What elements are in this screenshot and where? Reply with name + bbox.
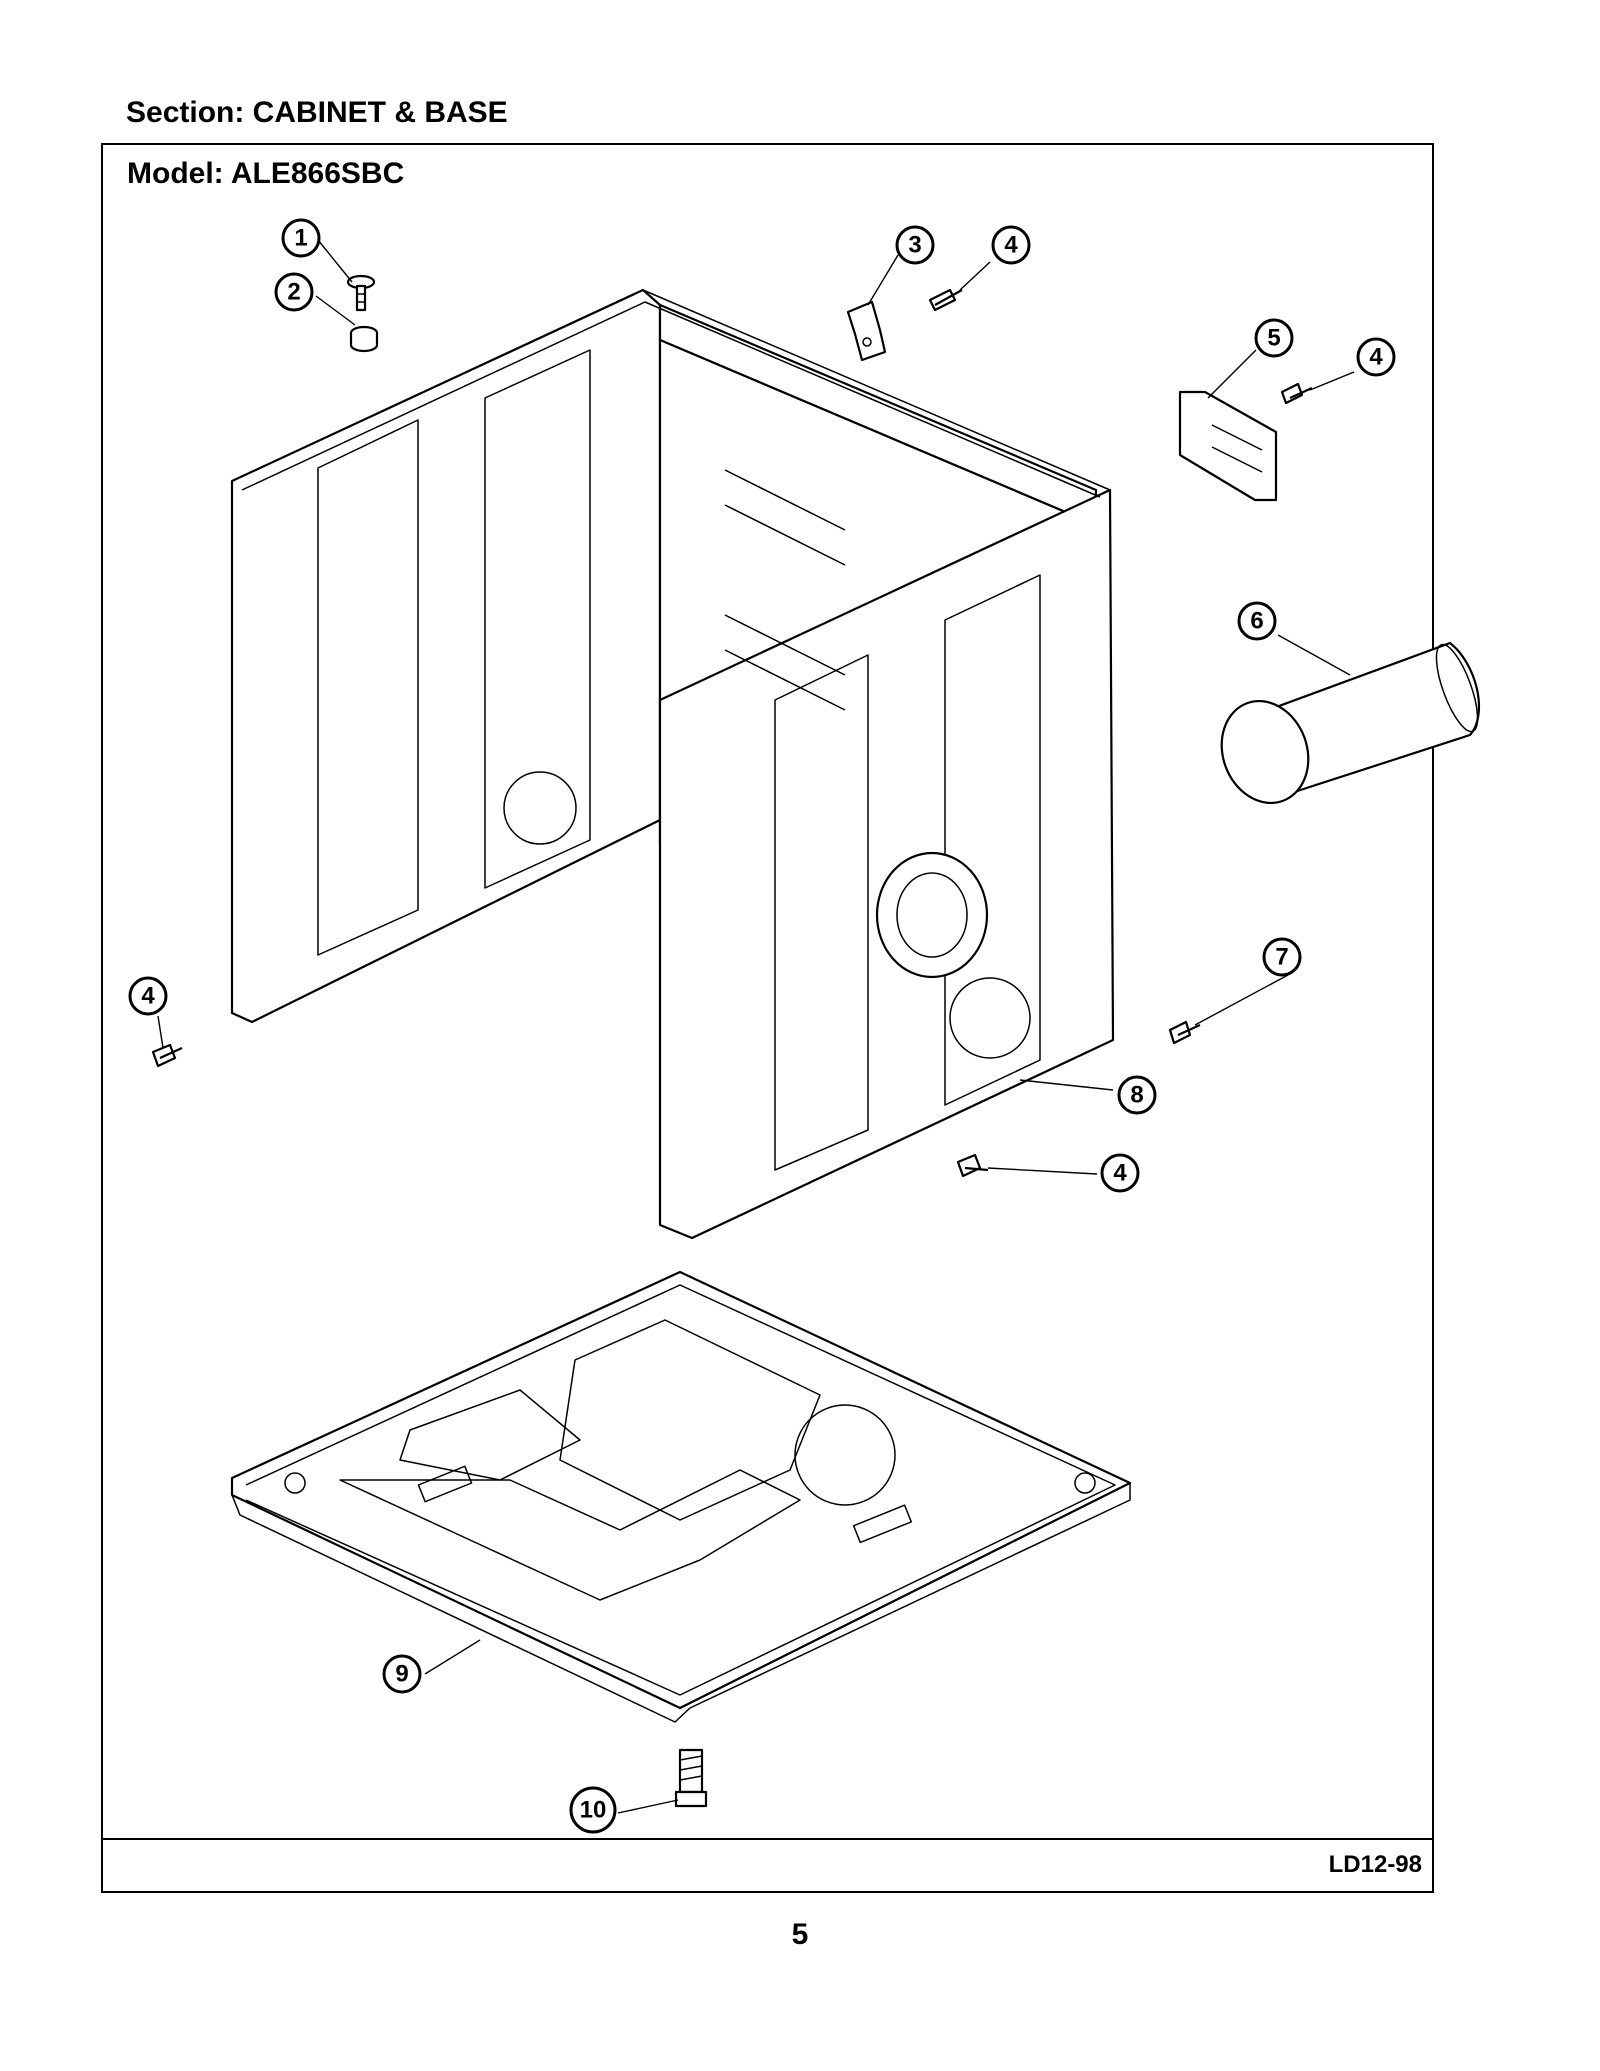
callout-5: 5 [1254, 318, 1294, 358]
callout-4b: 4 [1356, 337, 1396, 377]
section-title: Section: CABINET & BASE [126, 96, 508, 129]
svg-text:4: 4 [1004, 232, 1018, 259]
screw-4-top [928, 288, 963, 312]
callout-1: 1 [281, 218, 321, 258]
base-pan [230, 1270, 1132, 1710]
spacer-2 [349, 325, 379, 353]
svg-text:3: 3 [908, 232, 921, 259]
svg-text:6: 6 [1250, 608, 1263, 635]
svg-text:9: 9 [395, 1661, 408, 1688]
vent-duct-6 [1220, 641, 1481, 805]
svg-text:1: 1 [294, 225, 307, 252]
screw-1 [346, 274, 376, 312]
screw-4-right [1280, 382, 1313, 405]
svg-text:8: 8 [1130, 1082, 1143, 1109]
cabinet [230, 288, 1115, 1240]
bracket-3 [846, 300, 887, 362]
callout-8: 8 [1117, 1075, 1157, 1115]
svg-text:4: 4 [1113, 1160, 1127, 1187]
svg-text:4: 4 [141, 983, 155, 1010]
base-recess [559, 1319, 821, 1521]
svg-text:2: 2 [287, 279, 300, 306]
callout-4d: 4 [1100, 1153, 1140, 1193]
base [230, 1270, 1132, 1723]
plate-5 [1178, 390, 1278, 502]
footer-divider [103, 1838, 1432, 1840]
callout-10: 10 [569, 1786, 617, 1834]
model-title: Model: ALE866SBC [127, 157, 405, 190]
left-wall-recess [317, 419, 419, 956]
svg-text:10: 10 [580, 1797, 607, 1824]
exhaust-port [875, 851, 989, 979]
cabinet-left-wall [230, 288, 662, 1024]
callout-3: 3 [895, 225, 935, 265]
screw-4-left [151, 1043, 183, 1068]
callout-7: 7 [1262, 937, 1302, 977]
front-panel-recess [774, 654, 869, 1171]
left-wall-recess-2 [484, 349, 591, 889]
callout-4c: 4 [128, 976, 168, 1016]
svg-text:5: 5 [1267, 325, 1280, 352]
screw-4-bottom [956, 1153, 989, 1178]
leader-lines [157, 239, 1355, 1814]
callout-9: 9 [382, 1654, 422, 1694]
cabinet-front-panel [658, 488, 1115, 1240]
svg-text:4: 4 [1369, 344, 1383, 371]
callout-6: 6 [1237, 601, 1277, 641]
callout-4a: 4 [991, 225, 1031, 265]
callout-2: 2 [274, 272, 314, 312]
page-number: 5 [791, 1918, 809, 1951]
svg-text:7: 7 [1275, 944, 1288, 971]
screw-7 [1168, 1020, 1201, 1045]
leveling-leg-10 [674, 1748, 708, 1808]
diagram-frame: Model: ALE866SBC LD12-98 [101, 143, 1434, 1893]
drawing-code: LD12-98 [1328, 1851, 1422, 1878]
